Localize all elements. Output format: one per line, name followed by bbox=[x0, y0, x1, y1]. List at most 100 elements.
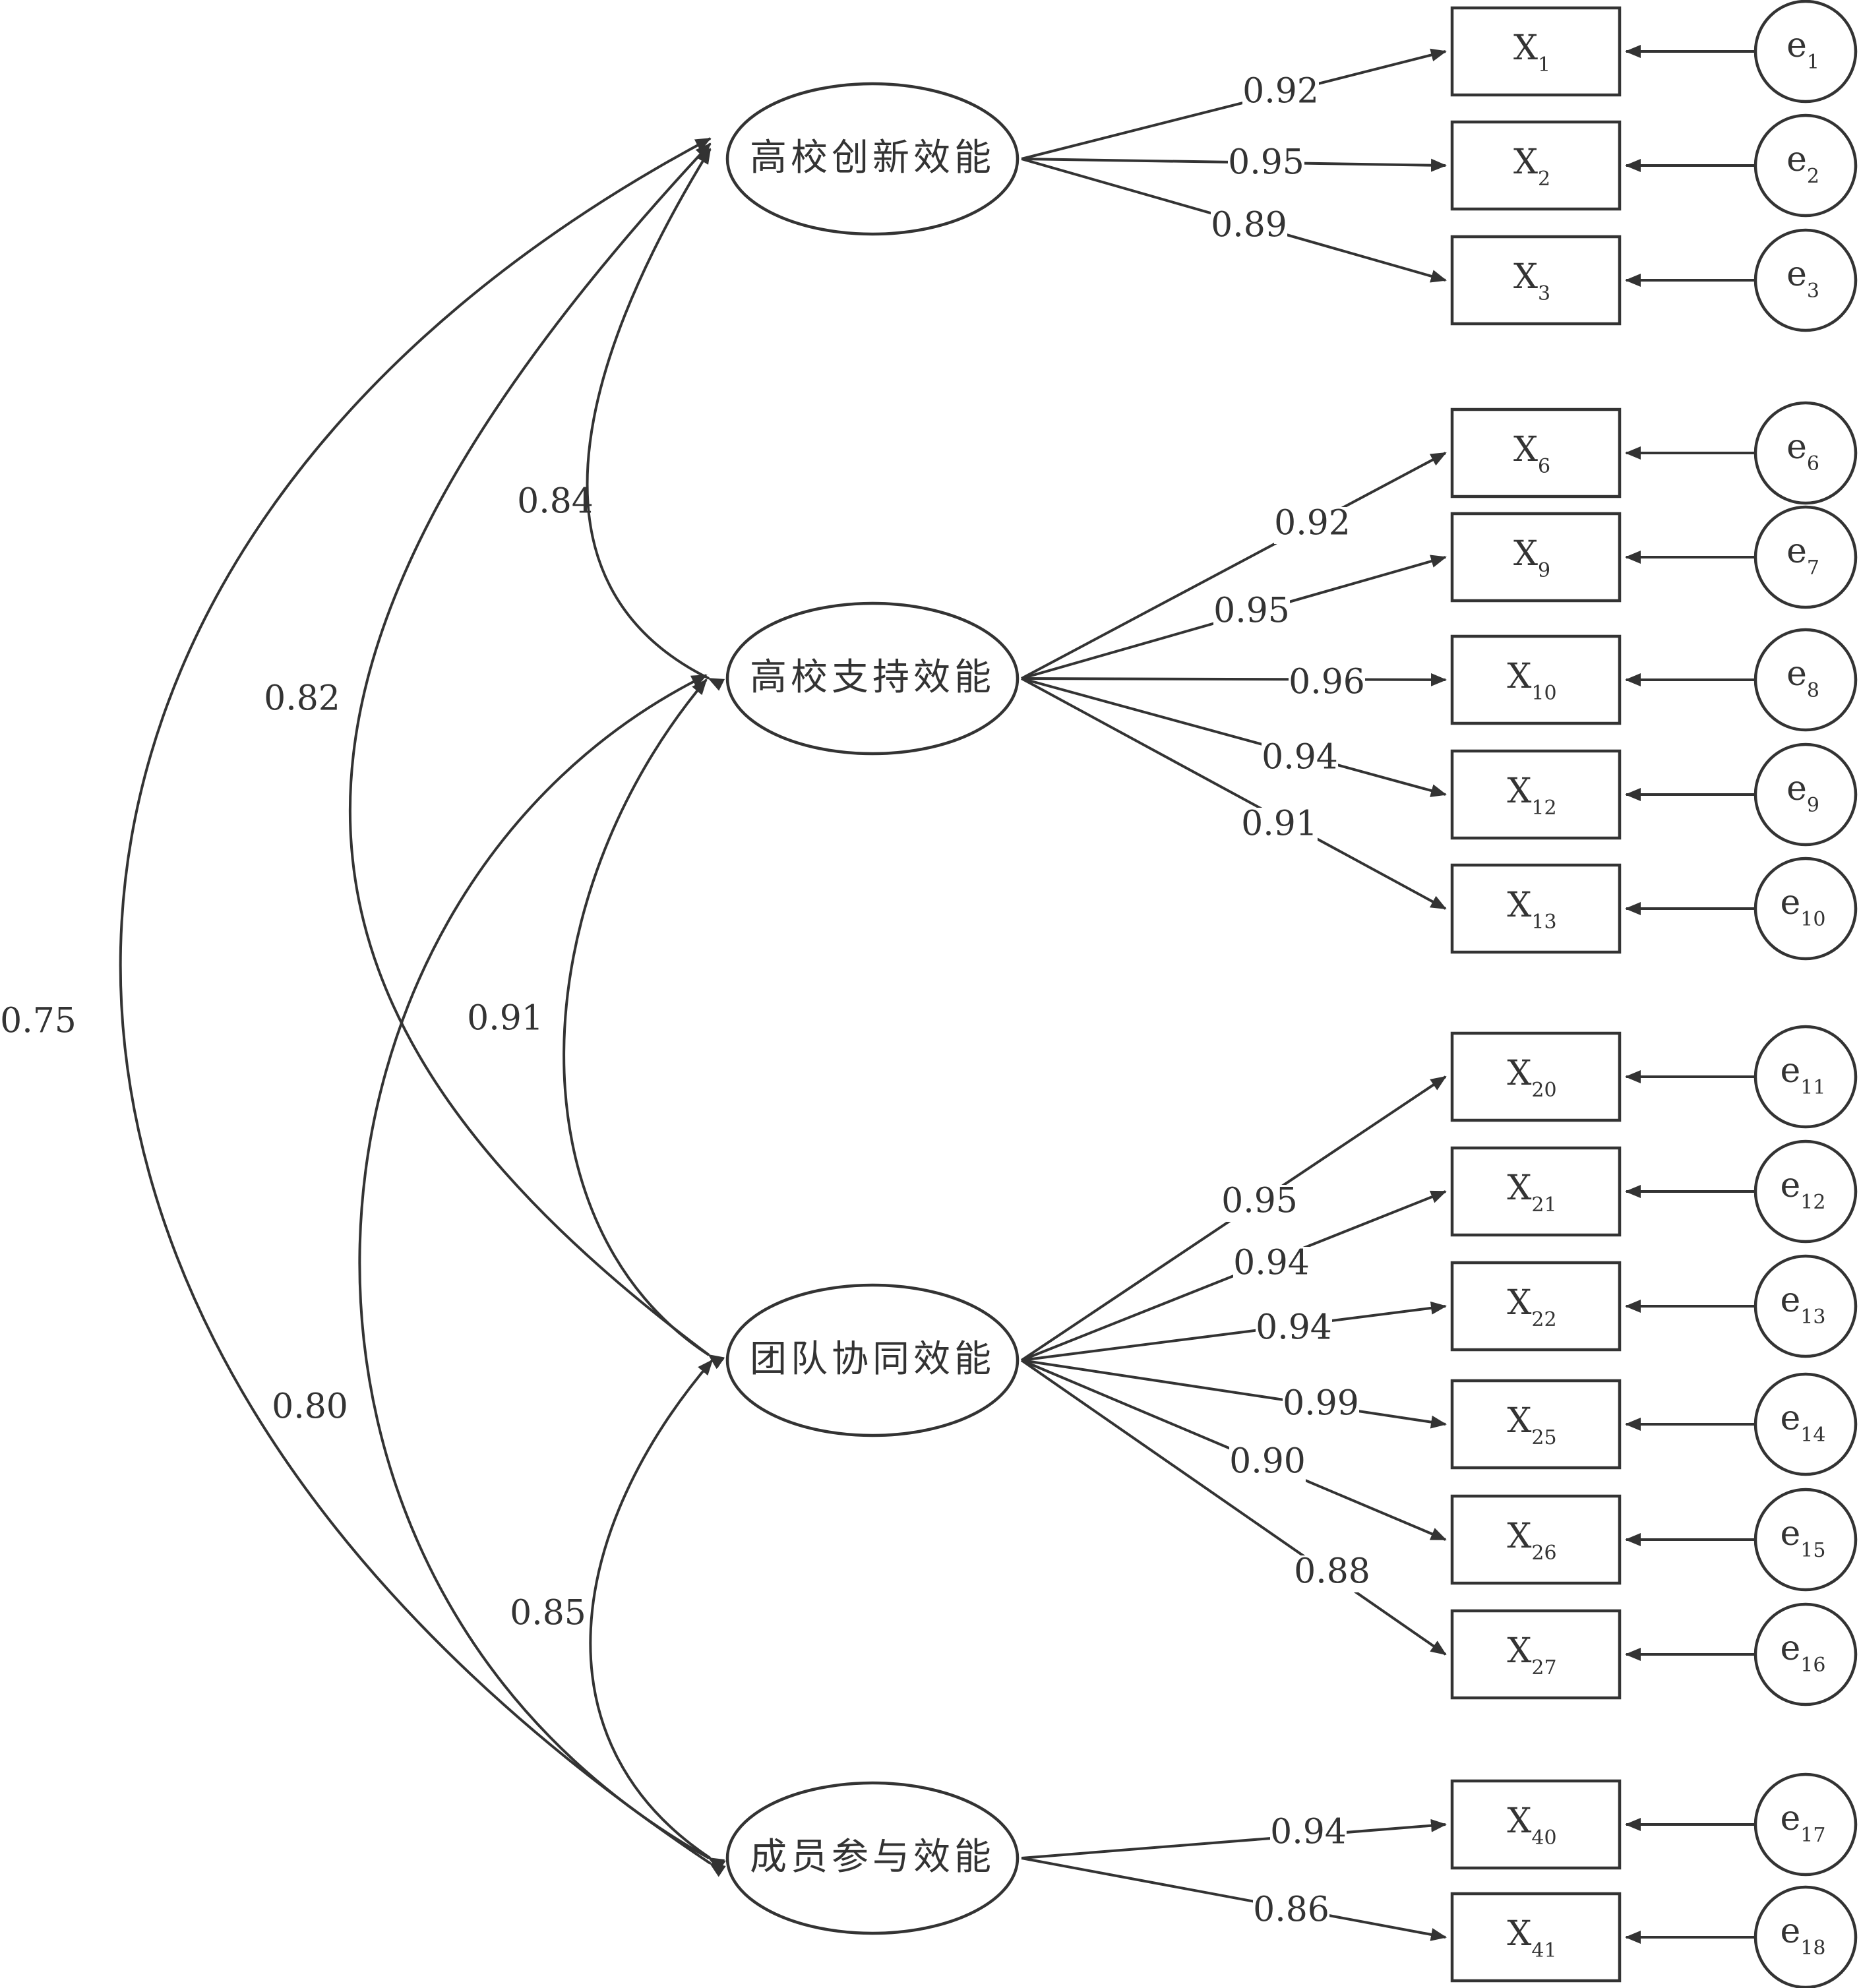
latent-factor-ellipse bbox=[725, 1781, 1020, 1935]
loading-label: 0.94 bbox=[1262, 738, 1338, 777]
error-term-label: e6 bbox=[1786, 427, 1819, 475]
indicator-box bbox=[1450, 1146, 1622, 1237]
error-term-label: e13 bbox=[1781, 1280, 1826, 1329]
indicator-label: X1 bbox=[1513, 28, 1550, 76]
indicator-label: X6 bbox=[1513, 430, 1550, 478]
indicator-box bbox=[1450, 1379, 1622, 1470]
loading-label-bg bbox=[1256, 1311, 1332, 1348]
error-term-label: e15 bbox=[1781, 1514, 1826, 1562]
loading-label-bg bbox=[1241, 808, 1318, 845]
indicator-label: X10 bbox=[1507, 657, 1556, 705]
loading-label-bg bbox=[1233, 1247, 1310, 1284]
error-term-label: e17 bbox=[1781, 1799, 1826, 1847]
loading-arrow bbox=[1021, 452, 1447, 680]
loading-label: 0.99 bbox=[1283, 1384, 1359, 1424]
loading-label-bg bbox=[1229, 1445, 1306, 1482]
loading-label: 0.89 bbox=[1211, 206, 1287, 245]
loading-arrow bbox=[1021, 1819, 1447, 1859]
loading-label: 0.88 bbox=[1294, 1552, 1370, 1592]
latent-factor-ellipse bbox=[725, 601, 1020, 756]
loading-label-bg bbox=[1283, 1387, 1359, 1424]
indicator-label: X3 bbox=[1513, 257, 1550, 305]
indicator-box bbox=[1450, 1779, 1622, 1870]
loading-label: 0.92 bbox=[1274, 504, 1351, 543]
correlation-layer: 0.840.910.850.820.800.75 bbox=[0, 137, 726, 1877]
indicator-box bbox=[1450, 120, 1622, 211]
indicator-box bbox=[1450, 863, 1622, 954]
loading-arrow bbox=[1021, 677, 1447, 910]
indicator-box bbox=[1450, 634, 1622, 725]
indicator-label: X2 bbox=[1513, 142, 1550, 191]
loading-label-bg bbox=[1294, 1555, 1370, 1592]
loading-label-bg bbox=[1213, 595, 1290, 632]
correlation-arc-f1-f3 bbox=[348, 142, 725, 1370]
loading-arrow bbox=[1021, 673, 1447, 686]
loading-label-bg bbox=[1228, 146, 1304, 183]
indicator-box bbox=[1450, 512, 1622, 603]
indicator-label: X27 bbox=[1507, 1631, 1556, 1679]
loading-label-bg bbox=[1270, 1816, 1347, 1853]
correlation-label: 0.75 bbox=[0, 1002, 76, 1041]
loading-label: 0.94 bbox=[1256, 1308, 1332, 1348]
error-term-label: e10 bbox=[1781, 883, 1826, 931]
indicator-label: X12 bbox=[1507, 771, 1556, 820]
indicator-label: X9 bbox=[1513, 534, 1550, 582]
latent-factor-label: 团队协同效能 bbox=[750, 1338, 995, 1381]
latent-factor-label: 高校支持效能 bbox=[750, 656, 995, 699]
error-term-label: e12 bbox=[1781, 1166, 1826, 1214]
loading-label: 0.92 bbox=[1242, 72, 1319, 111]
loading-label: 0.94 bbox=[1270, 1813, 1347, 1852]
indicator-box bbox=[1450, 1892, 1622, 1983]
loading-label-bg bbox=[1289, 666, 1365, 703]
correlation-label: 0.80 bbox=[272, 1387, 348, 1427]
indicator-box bbox=[1450, 235, 1622, 326]
loading-arrow bbox=[1020, 1359, 1447, 1656]
loading-label-bg bbox=[1262, 741, 1338, 778]
latent-factor-label: 成员参与效能 bbox=[750, 1836, 995, 1879]
correlation-arc-f3-f4 bbox=[589, 1359, 726, 1872]
indicator-box bbox=[1450, 1494, 1622, 1585]
loading-arrow bbox=[1021, 48, 1447, 160]
indicator-box bbox=[1450, 407, 1622, 498]
indicator-box bbox=[1450, 1609, 1622, 1700]
loading-arrow bbox=[1021, 1359, 1447, 1429]
error-term-label: e18 bbox=[1781, 1912, 1826, 1960]
correlation-label: 0.85 bbox=[510, 1594, 586, 1633]
error-term-label: e7 bbox=[1786, 531, 1819, 580]
correlation-arc-f2-f3 bbox=[563, 678, 725, 1369]
latent-factor-ellipse bbox=[725, 82, 1020, 236]
loading-arrow bbox=[1021, 1301, 1447, 1362]
loading-arrow bbox=[1021, 1857, 1447, 1941]
loading-label: 0.95 bbox=[1228, 143, 1304, 183]
indicator-box bbox=[1450, 1261, 1622, 1352]
loading-label-bg bbox=[1274, 507, 1351, 544]
latent-factor-label: 高校创新效能 bbox=[750, 136, 995, 179]
indicator-label: X40 bbox=[1507, 1801, 1556, 1850]
error-term-label: e14 bbox=[1781, 1399, 1826, 1447]
error-term-label: e8 bbox=[1786, 654, 1819, 702]
correlation-arc-f1-f4 bbox=[119, 137, 726, 1877]
correlation-label: 0.91 bbox=[467, 999, 543, 1039]
correlation-label: 0.82 bbox=[264, 679, 340, 719]
loading-label: 0.94 bbox=[1233, 1244, 1310, 1283]
loading-label: 0.86 bbox=[1253, 1890, 1329, 1930]
indicator-label: X41 bbox=[1507, 1914, 1556, 1962]
loading-arrow bbox=[1021, 677, 1447, 797]
loading-label: 0.95 bbox=[1213, 591, 1290, 631]
error-term-label: e9 bbox=[1786, 769, 1819, 817]
loading-label: 0.90 bbox=[1229, 1442, 1306, 1482]
indicator-label: X13 bbox=[1507, 886, 1556, 934]
indicator-label: X25 bbox=[1507, 1401, 1556, 1449]
indicator-label: X21 bbox=[1507, 1168, 1556, 1217]
indicator-box bbox=[1450, 6, 1622, 97]
correlation-arc-f2-f4 bbox=[358, 674, 725, 1871]
indicator-label: X22 bbox=[1507, 1283, 1556, 1331]
latent-factor-ellipse bbox=[725, 1283, 1020, 1437]
correlation-arc-f1-f2 bbox=[586, 148, 725, 691]
loading-label-bg bbox=[1211, 209, 1287, 246]
indicator-label: X26 bbox=[1507, 1517, 1556, 1565]
indicator-box bbox=[1450, 1031, 1622, 1122]
loading-label-bg bbox=[1253, 1894, 1329, 1931]
loading-label-bg bbox=[1221, 1185, 1298, 1222]
